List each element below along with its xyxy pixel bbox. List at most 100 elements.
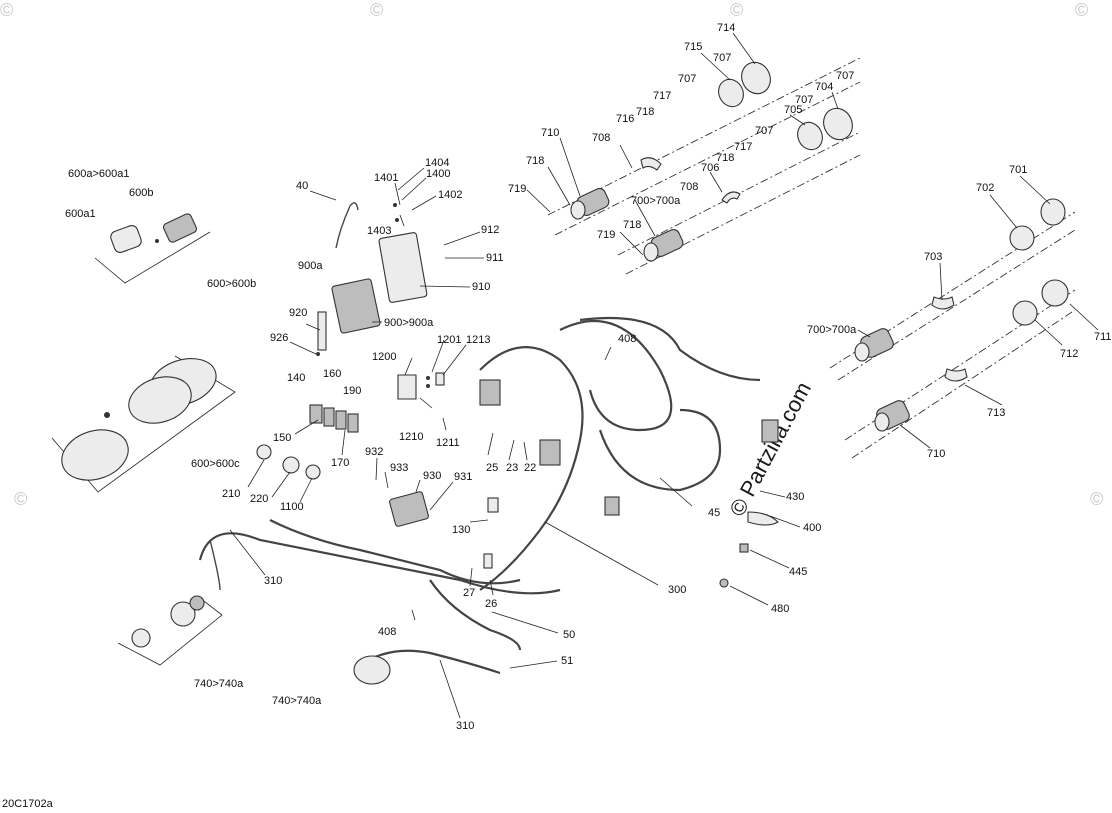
watermark-symbol: © <box>14 489 27 509</box>
headlight-exploded-lower <box>829 198 1076 459</box>
label-1403: 1403 <box>367 225 391 237</box>
label-933: 933 <box>390 462 408 474</box>
label-51: 51 <box>561 655 573 667</box>
label-26: 26 <box>485 598 497 610</box>
label-600-600c: 600>600c <box>191 458 240 470</box>
watermarks: © © © © © © <box>0 0 1103 509</box>
label-719: 719 <box>597 229 615 241</box>
label-140: 140 <box>287 372 305 384</box>
label-150: 150 <box>273 432 291 444</box>
label-1402: 1402 <box>438 189 462 201</box>
label-708: 708 <box>592 132 610 144</box>
label-707: 707 <box>755 125 773 137</box>
label-45: 45 <box>708 507 720 519</box>
label-718: 718 <box>636 106 654 118</box>
label-600a1: 600a1 <box>65 208 96 220</box>
label-704: 704 <box>815 81 833 93</box>
group-740a <box>117 595 223 666</box>
label-740-740a: 740>740a <box>272 695 322 707</box>
label-600b: 600b <box>129 187 153 199</box>
label-1201: 1201 <box>437 334 461 346</box>
label-717: 717 <box>653 90 671 102</box>
label-717: 717 <box>734 141 752 153</box>
label-310: 310 <box>456 720 474 732</box>
label-1213: 1213 <box>466 334 490 346</box>
label-714: 714 <box>717 22 735 34</box>
group-600b <box>94 213 211 284</box>
label-930: 930 <box>423 470 441 482</box>
label-1200: 1200 <box>372 351 396 363</box>
label-702: 702 <box>976 182 994 194</box>
label-50: 50 <box>563 629 575 641</box>
label-932: 932 <box>365 446 383 458</box>
label-22: 22 <box>524 462 536 474</box>
label-408: 408 <box>618 333 636 345</box>
relay-block <box>256 404 429 527</box>
label-931: 931 <box>454 471 472 483</box>
watermark-symbol: © <box>1090 489 1103 509</box>
wiring-harness <box>198 316 779 685</box>
watermark-symbol: © <box>370 0 383 20</box>
label-707: 707 <box>795 94 813 106</box>
label-700-700a: 700>700a <box>631 195 681 207</box>
label-160: 160 <box>323 368 341 380</box>
label-707: 707 <box>678 73 696 85</box>
label-718: 718 <box>623 219 641 231</box>
label-715: 715 <box>684 41 702 53</box>
label-705: 705 <box>784 104 802 116</box>
label-713: 713 <box>987 407 1005 419</box>
label-900a: 900a <box>298 260 323 272</box>
leader-lines <box>229 32 1099 719</box>
label-707: 707 <box>713 52 731 64</box>
label-740-740a: 740>740a <box>194 678 244 690</box>
label-718: 718 <box>716 152 734 164</box>
label-1401: 1401 <box>374 172 398 184</box>
label-711: 711 <box>1094 331 1112 343</box>
diagram-id-code: 20C1702a <box>2 798 54 810</box>
watermark-symbol: © <box>0 0 13 20</box>
label-1400: 1400 <box>426 168 450 180</box>
label-700-700a: 700>700a <box>807 324 857 336</box>
label-480: 480 <box>771 603 789 615</box>
label-130: 130 <box>452 524 470 536</box>
headlight-exploded-upper <box>547 57 861 275</box>
label-912: 912 <box>481 224 499 236</box>
label-600a-600a1: 600a>600a1 <box>68 168 129 180</box>
label-445: 445 <box>789 566 807 578</box>
label-716: 716 <box>616 113 634 125</box>
part-labels: 714 715 707 707 707 704 707 705 717 718 … <box>2 22 1112 810</box>
label-1100: 1100 <box>280 501 304 513</box>
label-707: 707 <box>836 70 854 82</box>
label-400: 400 <box>803 522 821 534</box>
label-23: 23 <box>506 462 518 474</box>
label-1404: 1404 <box>425 157 449 169</box>
label-719: 719 <box>508 183 526 195</box>
label-710: 710 <box>541 127 559 139</box>
label-170: 170 <box>331 457 349 469</box>
label-600-600b: 600>600b <box>207 278 256 290</box>
label-712: 712 <box>1060 348 1078 360</box>
label-911: 911 <box>486 252 504 264</box>
label-926: 926 <box>270 332 288 344</box>
label-300: 300 <box>668 584 686 596</box>
label-708: 708 <box>680 181 698 193</box>
label-220: 220 <box>250 493 268 505</box>
label-706: 706 <box>701 162 719 174</box>
label-1210: 1210 <box>399 431 423 443</box>
label-310: 310 <box>264 575 282 587</box>
label-1211: 1211 <box>436 437 460 449</box>
label-40: 40 <box>296 180 308 192</box>
label-430: 430 <box>786 491 804 503</box>
battery-area <box>316 202 445 400</box>
label-190: 190 <box>343 385 361 397</box>
label-703: 703 <box>924 251 942 263</box>
watermark-symbol: © <box>1075 0 1088 20</box>
watermark-symbol: © <box>730 0 743 20</box>
label-900-900a: 900>900a <box>384 317 434 329</box>
label-408: 408 <box>378 626 396 638</box>
label-25: 25 <box>486 462 498 474</box>
label-710: 710 <box>927 448 945 460</box>
label-27: 27 <box>463 587 475 599</box>
label-701: 701 <box>1009 164 1027 176</box>
